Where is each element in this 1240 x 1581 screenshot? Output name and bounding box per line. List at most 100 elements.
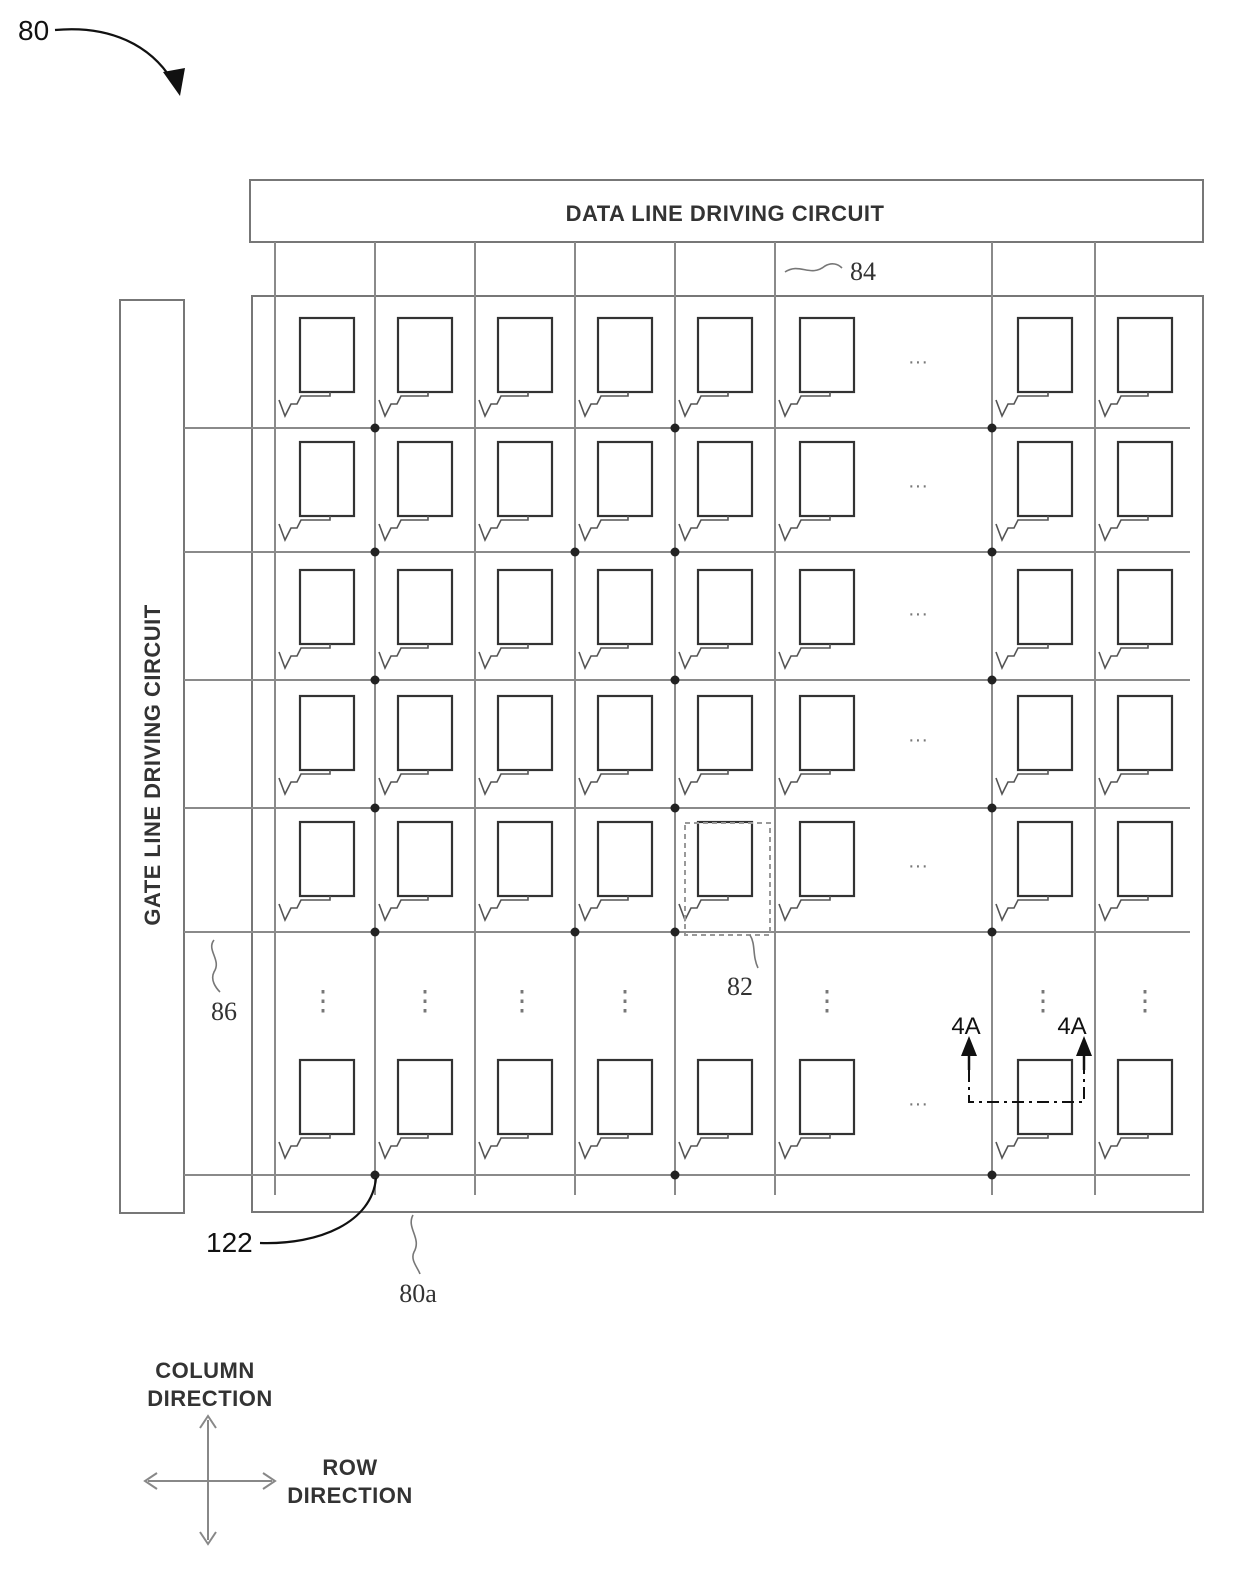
pixel-electrode <box>1018 822 1072 896</box>
node-ref-leader <box>260 1178 376 1243</box>
pixel-cell <box>279 318 354 416</box>
horizontal-ellipsis: ··· <box>908 351 928 373</box>
intersection-node <box>371 548 380 557</box>
pixel-cell <box>779 442 854 540</box>
pixel-cell <box>479 570 552 668</box>
intersection-node <box>988 804 997 813</box>
pixel-electrode <box>1118 442 1172 516</box>
vertical-ellipsis: ⋮ <box>411 985 439 1016</box>
intersection-node <box>571 928 580 937</box>
pixel-electrode <box>1118 696 1172 770</box>
section-line-4a: 4A 4A <box>951 1013 1092 1102</box>
pixel-cell <box>279 570 354 668</box>
pixel-electrode <box>598 1060 652 1134</box>
thin-film-transistor <box>679 770 728 794</box>
pixel-cell <box>579 442 652 540</box>
intersection-node <box>671 548 680 557</box>
pixel-cell <box>996 442 1072 540</box>
pixel-cell <box>1099 822 1172 920</box>
pixel-cell <box>279 822 354 920</box>
thin-film-transistor <box>779 392 830 416</box>
gate-line-driving-circuit-label: GATE LINE DRIVING CIRCUIT <box>140 604 165 925</box>
thin-film-transistor <box>996 896 1048 920</box>
pixel-cell <box>779 1060 854 1158</box>
thin-film-transistor <box>579 770 628 794</box>
thin-film-transistor <box>1099 896 1148 920</box>
horizontal-ellipsis: ··· <box>908 603 928 625</box>
pixel-electrode <box>698 570 752 644</box>
pixel-cell <box>579 1060 652 1158</box>
thin-film-transistor <box>996 1134 1048 1158</box>
pixel-electrode <box>300 318 354 392</box>
figure-ref-arrow <box>55 29 172 80</box>
pixel-cell <box>479 1060 552 1158</box>
pixel-cell <box>479 318 552 416</box>
pixel-cell <box>779 570 854 668</box>
pixel-cell <box>679 696 752 794</box>
pixel-cell <box>279 696 354 794</box>
pixel-cell <box>379 822 452 920</box>
pixel-electrode <box>800 822 854 896</box>
thin-film-transistor <box>379 516 428 540</box>
figure-ref-arrowhead <box>163 68 185 96</box>
thin-film-transistor <box>479 644 528 668</box>
intersection-node <box>988 928 997 937</box>
pixel-electrode <box>598 696 652 770</box>
pixel-electrode <box>498 318 552 392</box>
thin-film-transistor <box>379 896 428 920</box>
intersection-node <box>671 424 680 433</box>
direction-legend: COLUMN DIRECTION ROW DIRECTION <box>145 1358 413 1544</box>
thin-film-transistor <box>679 1134 728 1158</box>
data-line-leader <box>785 264 842 272</box>
intersection-node <box>371 676 380 685</box>
thin-film-transistor <box>679 644 728 668</box>
pixel-electrode <box>300 696 354 770</box>
thin-film-transistor <box>996 644 1048 668</box>
pixel-electrode <box>300 570 354 644</box>
pixel-electrode <box>398 822 452 896</box>
pixel-cell <box>996 318 1072 416</box>
thin-film-transistor <box>779 516 830 540</box>
thin-film-transistor <box>579 896 628 920</box>
pixel-cell <box>579 318 652 416</box>
thin-film-transistor <box>996 392 1048 416</box>
pixel-cell <box>679 1060 752 1158</box>
thin-film-transistor <box>779 770 830 794</box>
intersection-node <box>671 928 680 937</box>
pixel-electrode <box>1118 318 1172 392</box>
pixel-unit-ref-label: 82 <box>727 972 753 1001</box>
pixel-cell <box>379 318 452 416</box>
thin-film-transistor <box>1099 770 1148 794</box>
pixel-electrode <box>1018 1060 1072 1134</box>
pixel-electrode <box>1018 442 1072 516</box>
thin-film-transistor <box>1099 644 1148 668</box>
pixel-unit-leader <box>750 935 758 968</box>
thin-film-transistor <box>579 392 628 416</box>
pixel-cell <box>779 696 854 794</box>
vertical-ellipsis: ⋮ <box>1029 985 1057 1016</box>
intersection-node <box>988 1171 997 1180</box>
horizontal-ellipsis: ··· <box>908 729 928 751</box>
thin-film-transistor <box>379 644 428 668</box>
pixel-electrode <box>300 442 354 516</box>
pixel-electrode <box>1018 318 1072 392</box>
data-line-driving-circuit-label: DATA LINE DRIVING CIRCUIT <box>566 201 885 226</box>
column-direction-label-1: COLUMN <box>155 1358 255 1383</box>
thin-film-transistor <box>779 1134 830 1158</box>
pixel-electrode <box>800 1060 854 1134</box>
pixel-cell <box>579 822 652 920</box>
pixel-cell <box>679 442 752 540</box>
thin-film-transistor <box>579 516 628 540</box>
pixel-cell <box>679 570 752 668</box>
pixel-electrode <box>800 570 854 644</box>
pixel-electrode <box>398 570 452 644</box>
pixel-electrode <box>800 696 854 770</box>
thin-film-transistor <box>379 392 428 416</box>
pixel-electrode <box>1018 696 1072 770</box>
pixel-electrode <box>498 1060 552 1134</box>
pixel-electrode <box>300 1060 354 1134</box>
pixel-electrode <box>698 1060 752 1134</box>
pixel-electrode <box>398 696 452 770</box>
panel-ref-label: 80a <box>399 1279 437 1308</box>
